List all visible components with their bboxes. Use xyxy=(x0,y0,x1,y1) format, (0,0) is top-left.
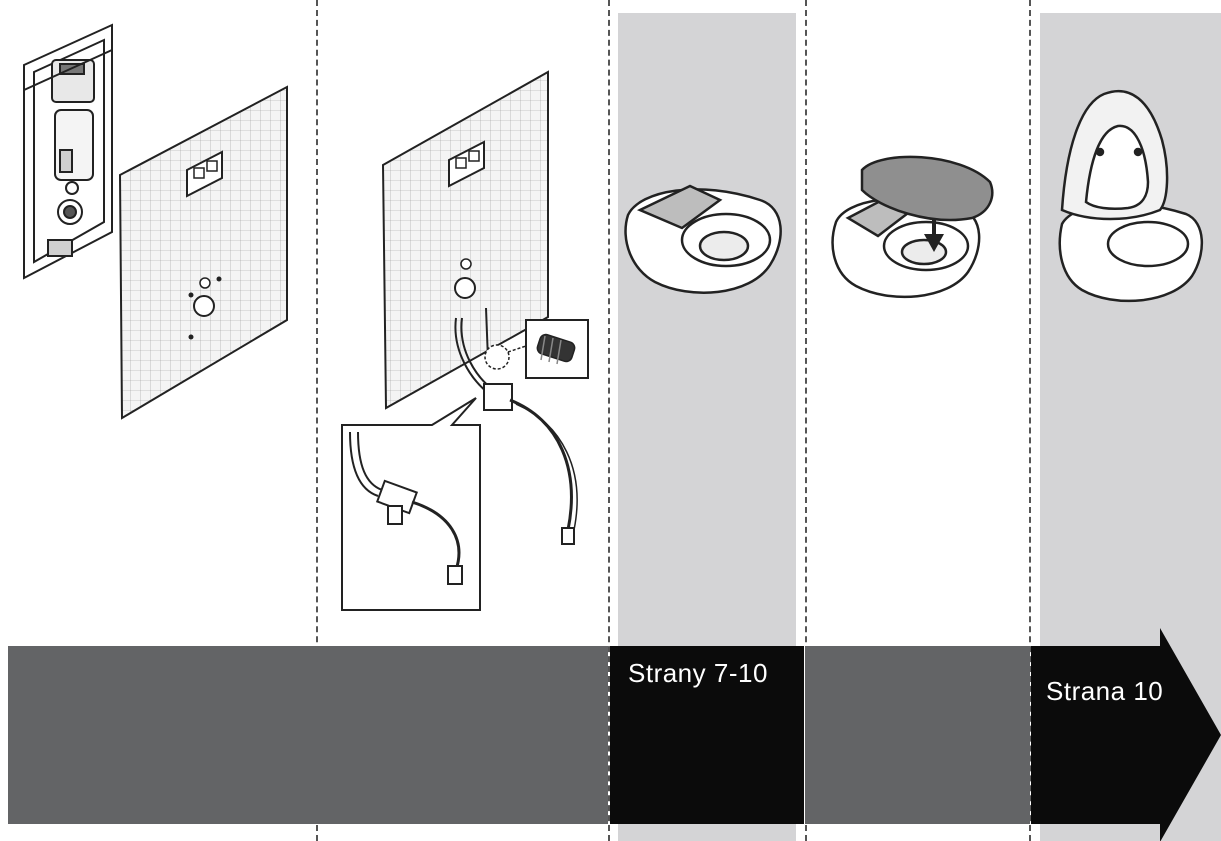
step-5-page-label: Strana 10 xyxy=(1046,676,1163,707)
step-3-page-label: Strany 7-10 xyxy=(628,658,768,689)
